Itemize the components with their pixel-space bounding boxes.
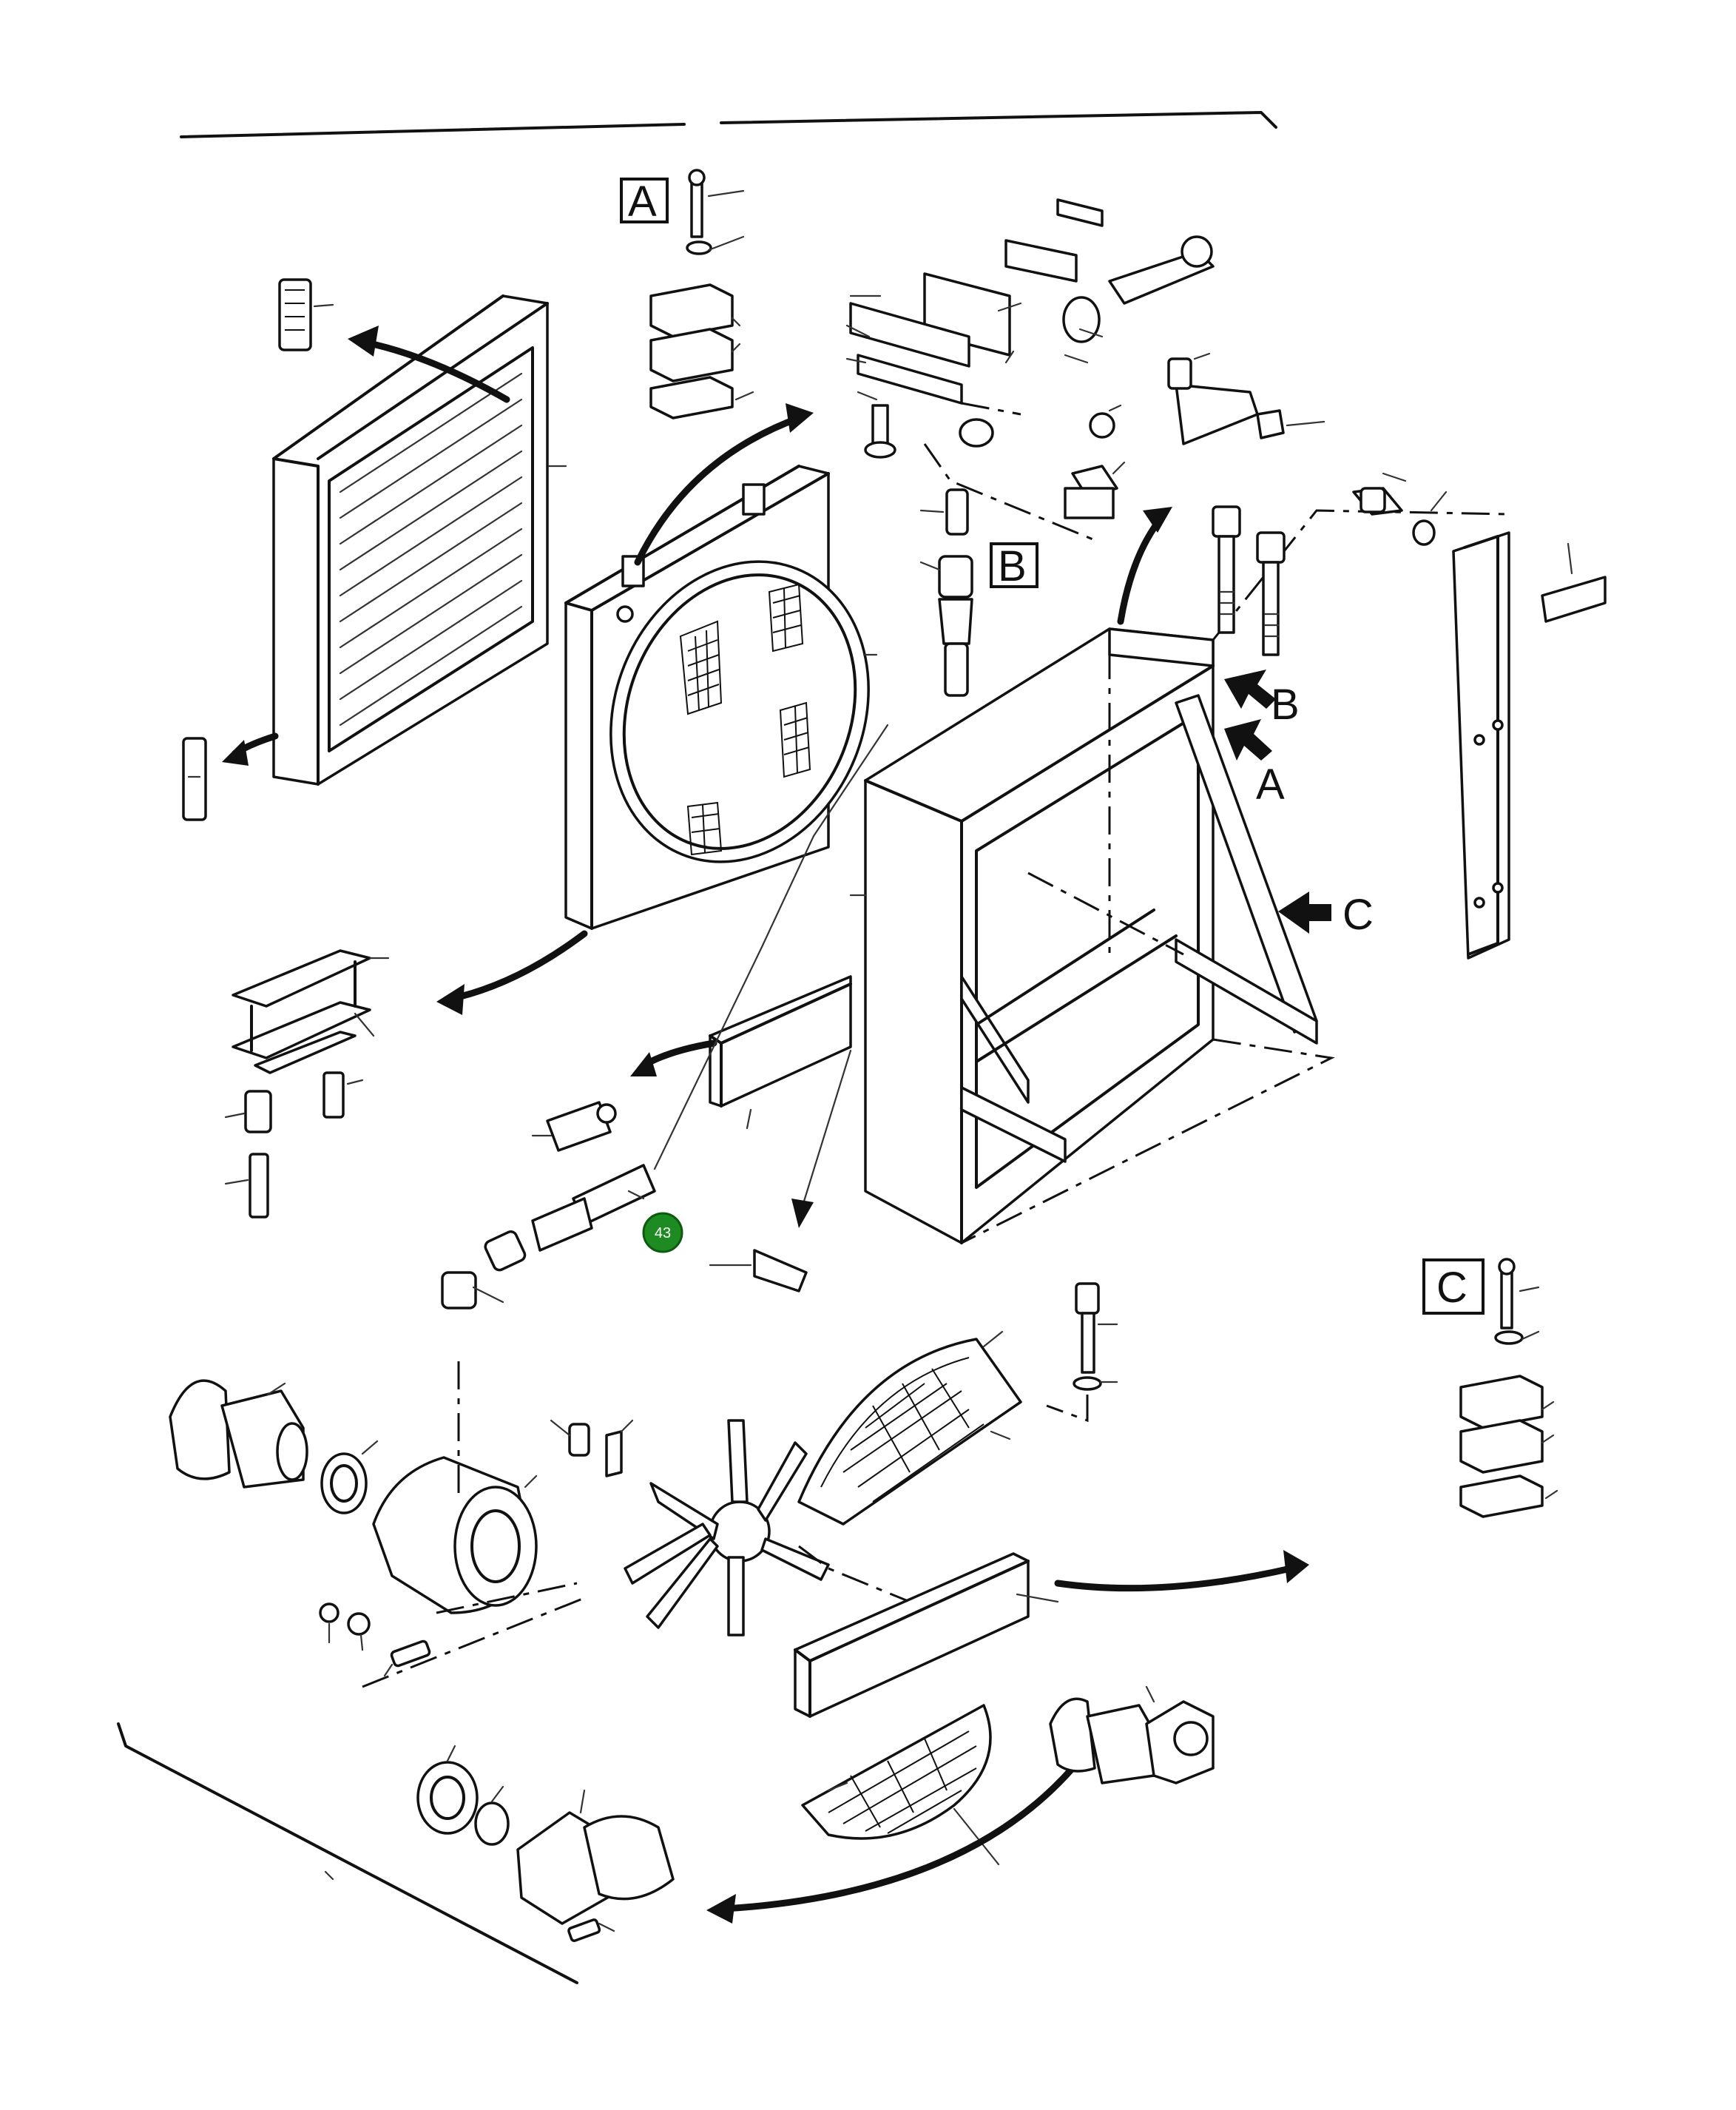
fan-guard-lower [801, 1704, 1000, 1866]
lower-left-brackets [224, 949, 390, 1219]
view-b-label-box [990, 542, 1038, 588]
lower-channel-bracket [794, 1552, 1059, 1718]
view-c-detail: C [1422, 1258, 1558, 1518]
callout-43-number: 43 [655, 1225, 671, 1241]
front-grille-panel [272, 294, 567, 786]
mounting-brackets-top [845, 198, 1215, 542]
callout-43-marker[interactable] [642, 1212, 683, 1253]
view-c-label: C [1436, 1264, 1468, 1312]
channel-bar [709, 975, 852, 1130]
gearbox-elbow [1049, 1685, 1215, 1784]
callout-43[interactable]: 43 [642, 1212, 683, 1253]
fan-shroud-radiator [564, 465, 878, 930]
view-b-arrow-label: B [1271, 681, 1300, 729]
view-c-label-box [1422, 1258, 1485, 1315]
fan-guard-upper [797, 1330, 1022, 1526]
view-a-detail: A [620, 169, 754, 419]
grille-arrows [222, 326, 510, 766]
shroud-arrows [436, 403, 814, 1015]
wedge-block [709, 1249, 808, 1292]
mounting-clip-right [1167, 352, 1325, 445]
grille-latch-bottom [182, 737, 207, 821]
lower-arrows [706, 1550, 1309, 1924]
view-c-arrow-label: C [1342, 891, 1374, 939]
drive-shaft [169, 1361, 585, 1688]
frame-bolts [1212, 505, 1286, 656]
lower-coupling [416, 1745, 675, 1942]
frame-dashed-outline [961, 509, 1510, 1244]
view-arrows: B A C [1117, 507, 1374, 939]
fan-assembly [550, 1419, 911, 1637]
view-b-detail: B [919, 404, 1126, 697]
shroud-mesh-patches [679, 583, 811, 856]
radiator-frame [849, 627, 1318, 1244]
frame-border [117, 111, 1277, 1984]
view-a-arrow-label: A [1256, 761, 1285, 809]
support-strap [1352, 472, 1607, 960]
grille-louvers [339, 372, 523, 727]
view-b-label: B [998, 542, 1027, 590]
view-a-label-box [620, 178, 669, 223]
fan-bolt [1046, 1282, 1118, 1423]
view-a-label: A [628, 178, 657, 226]
grille-latch-top [278, 278, 334, 351]
hose-assembly [441, 724, 889, 1310]
channel-arrows [630, 1039, 852, 1228]
